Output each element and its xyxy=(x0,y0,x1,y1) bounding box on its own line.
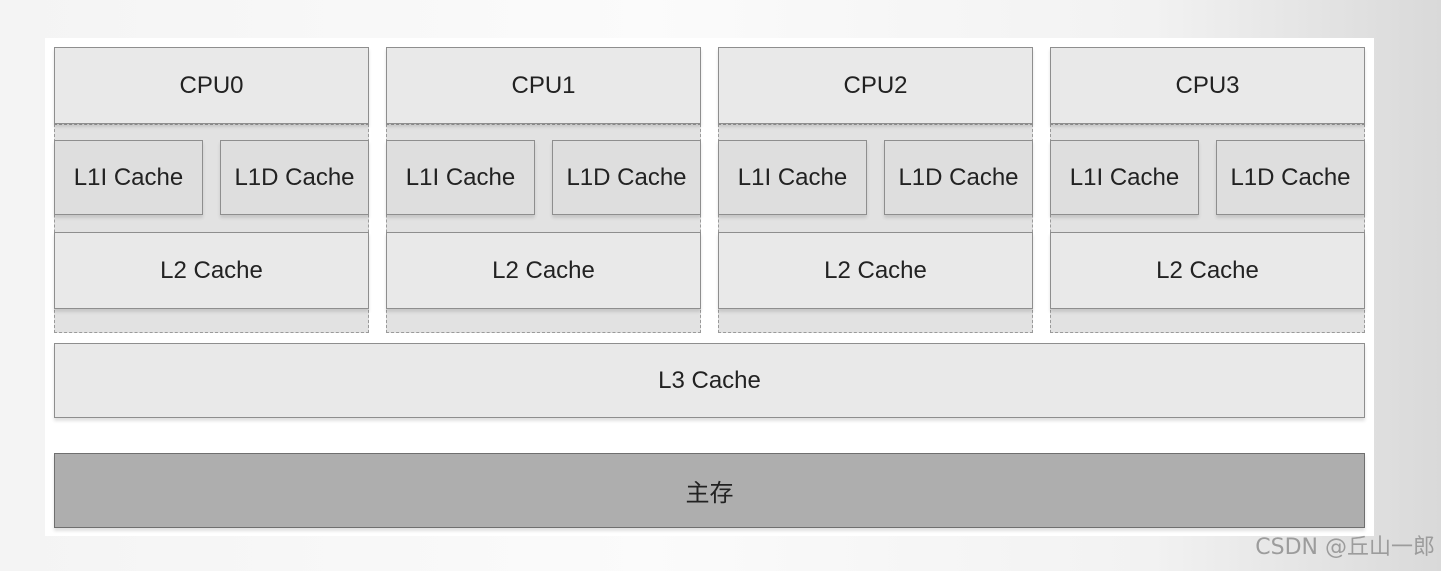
cpu0-l2-cache: L2 Cache xyxy=(54,232,369,309)
cpu2-column: CPU2 L1I Cache L1D Cache L2 Cache xyxy=(718,47,1033,333)
cpu2-box: CPU2 xyxy=(718,47,1033,124)
cpu1-l2-cache: L2 Cache xyxy=(386,232,701,309)
cpu1-box: CPU1 xyxy=(386,47,701,124)
cpu3-column: CPU3 L1I Cache L1D Cache L2 Cache xyxy=(1050,47,1365,333)
diagram-panel: CPU0 L1I Cache L1D Cache L2 Cache CPU1 L… xyxy=(45,38,1374,536)
cpu3-l1d-cache: L1D Cache xyxy=(1216,140,1365,215)
cpu2-l1d-cache: L1D Cache xyxy=(884,140,1033,215)
cpu1-column: CPU1 L1I Cache L1D Cache L2 Cache xyxy=(386,47,701,333)
cpu1-l1d-cache: L1D Cache xyxy=(552,140,701,215)
cpu3-box: CPU3 xyxy=(1050,47,1365,124)
cpu3-l1i-cache: L1I Cache xyxy=(1050,140,1199,215)
l3-cache: L3 Cache xyxy=(54,343,1365,418)
cpu2-l2-cache: L2 Cache xyxy=(718,232,1033,309)
cpu3-l2-cache: L2 Cache xyxy=(1050,232,1365,309)
cpu0-column: CPU0 L1I Cache L1D Cache L2 Cache xyxy=(54,47,369,333)
cpu0-l1d-cache: L1D Cache xyxy=(220,140,369,215)
cpu0-l1i-cache: L1I Cache xyxy=(54,140,203,215)
cpu0-box: CPU0 xyxy=(54,47,369,124)
watermark: CSDN @丘山一郎 xyxy=(1255,535,1435,560)
main-memory: 主存 xyxy=(54,453,1365,528)
cpu1-l1i-cache: L1I Cache xyxy=(386,140,535,215)
cpu2-l1i-cache: L1I Cache xyxy=(718,140,867,215)
